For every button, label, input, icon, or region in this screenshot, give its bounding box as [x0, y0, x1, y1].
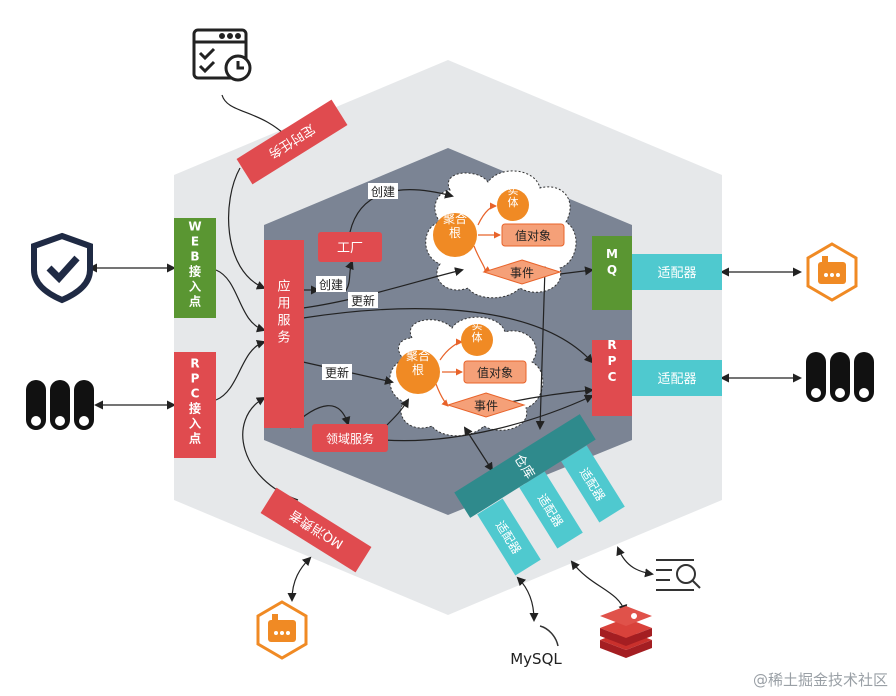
- mysql-label: MySQL: [510, 650, 562, 668]
- rpc-adapter-label: 适配器: [657, 372, 696, 387]
- domain-service[interactable]: 领域服务: [312, 424, 388, 452]
- factory-label: 工厂: [337, 241, 363, 256]
- event-2-label: 事件: [474, 399, 498, 413]
- connection-lines: [88, 94, 802, 622]
- factory[interactable]: 工厂: [318, 232, 382, 262]
- rpc-adapter[interactable]: 适配器: [632, 360, 722, 396]
- event-2[interactable]: [446, 392, 526, 418]
- redis-icon: [600, 606, 652, 658]
- aggregate-root-1[interactable]: [433, 213, 477, 257]
- repo-adapter-2[interactable]: 适配器: [519, 471, 583, 549]
- edge-label-update-1: 更新: [351, 293, 375, 308]
- entity-1[interactable]: [497, 189, 529, 221]
- value-object-2[interactable]: [463, 360, 527, 384]
- value-object-1[interactable]: [501, 223, 565, 247]
- value-object-2-label: 值对象: [477, 365, 513, 380]
- event-1-label: 事件: [510, 266, 534, 280]
- value-object-1-label: 值对象: [515, 228, 551, 243]
- toggle-server-icon-right: [806, 352, 874, 402]
- toggle-server-icon-left: [26, 380, 94, 430]
- domain-service-label: 领域服务: [326, 431, 374, 446]
- repository[interactable]: 仓库: [454, 414, 596, 518]
- watermark: @稀土掘金技术社区: [752, 671, 888, 689]
- mq-adapter-label: 适配器: [657, 266, 696, 281]
- mysql-icon: MySQL: [510, 625, 562, 668]
- application-service-label: 应用服务: [277, 279, 290, 346]
- event-1[interactable]: [482, 259, 562, 285]
- aggregate-1: 聚合根 实体 值对象 事件: [433, 183, 565, 285]
- rabbitmq-icon-bottom: [256, 600, 308, 660]
- aggregate-1-label: 聚合根: [443, 211, 467, 240]
- application-service[interactable]: 应用服务: [264, 240, 304, 428]
- aggregate-2-label: 聚合根: [406, 348, 430, 377]
- aggregate-1-label: 实体: [508, 183, 519, 209]
- edge-label-create-2: 创建: [319, 278, 343, 292]
- rabbitmq-icon-right: [806, 242, 858, 302]
- aggregate-2-label: 实体: [472, 318, 483, 344]
- edge-label-update-2: 更新: [325, 365, 349, 380]
- search-doc-icon: [656, 559, 701, 591]
- shield-check-icon: [31, 232, 93, 304]
- aggregate-2: 聚合根 实体 值对象 事件: [396, 318, 527, 418]
- mq-adapter[interactable]: 适配器: [632, 254, 722, 290]
- calendar-clock-icon: [192, 28, 252, 82]
- aggregate-root-2[interactable]: [396, 350, 440, 394]
- entity-2[interactable]: [461, 324, 493, 356]
- edge-label-create-1: 创建: [371, 185, 395, 199]
